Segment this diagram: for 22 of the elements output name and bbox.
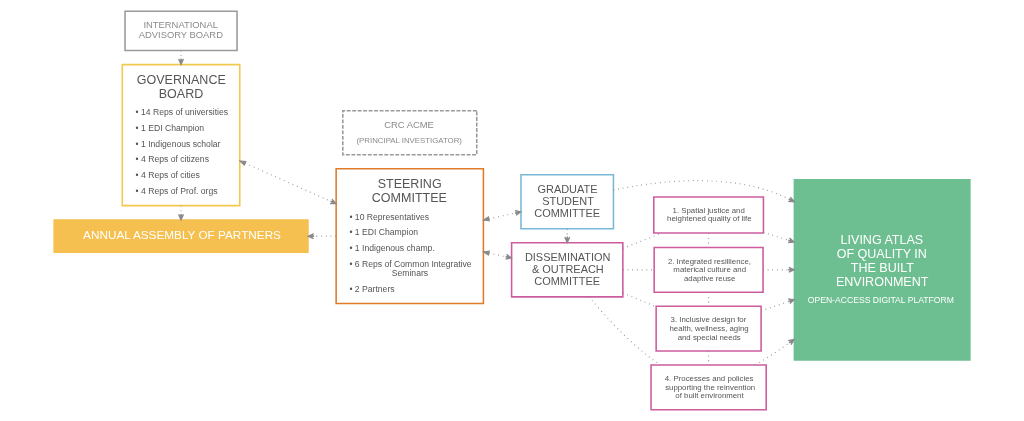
arrow <box>760 298 795 312</box>
arrow <box>763 231 795 244</box>
arrow <box>481 209 522 222</box>
node-box: 2. Integrated resillience, materical culture and adaptive reuse <box>653 246 764 293</box>
node-box: LIVING ATLAS OF QUALITY IN THE BUILT ENVIRONMENT OPEN-ACCESS DIGITAL PLATFORM <box>793 178 971 361</box>
arrow <box>238 160 337 205</box>
arrow <box>754 338 795 366</box>
node-box: GRADUATE STUDENT COMMITTEE <box>520 173 615 230</box>
node-box: 1. Spatial justice and heightened quality of life <box>653 196 765 234</box>
arrow <box>307 233 337 240</box>
node-box: CRC ACME (PRINCIPAL INVESTIGATOR) <box>342 110 478 156</box>
arrow <box>762 266 795 273</box>
arrow <box>178 50 185 66</box>
node-box: STEERING COMMITTEE • 10 Representatives • 1 EDI Champion • 1 Indigenous champ. • 6 Reps of Common Integrative Seminars • 2 Partners <box>335 168 485 305</box>
node-box: ANNUAL ASSEMBLY OF PARTNERS <box>53 219 309 253</box>
node-box: INTERNATIONAL ADVISORY BOARD <box>124 10 238 52</box>
node-box: GOVERNANCE BOARD • 14 Reps of universities • 1 EDI Champion • 1 Indigenous scholar • 4 Reps of citizens • 4 Reps of cities • 4 Reps of Prof. orgs <box>121 63 241 207</box>
node-box: 4. Processes and policies supporting the reinvention of built environment <box>650 364 767 411</box>
connector <box>588 296 662 366</box>
node-box: DISSEMINATION & OUTREACH COMMITTEE <box>510 242 624 298</box>
node-box: 3. Inclusive design for health, wellness, aging and special needs <box>655 305 762 352</box>
arrow <box>178 205 185 221</box>
